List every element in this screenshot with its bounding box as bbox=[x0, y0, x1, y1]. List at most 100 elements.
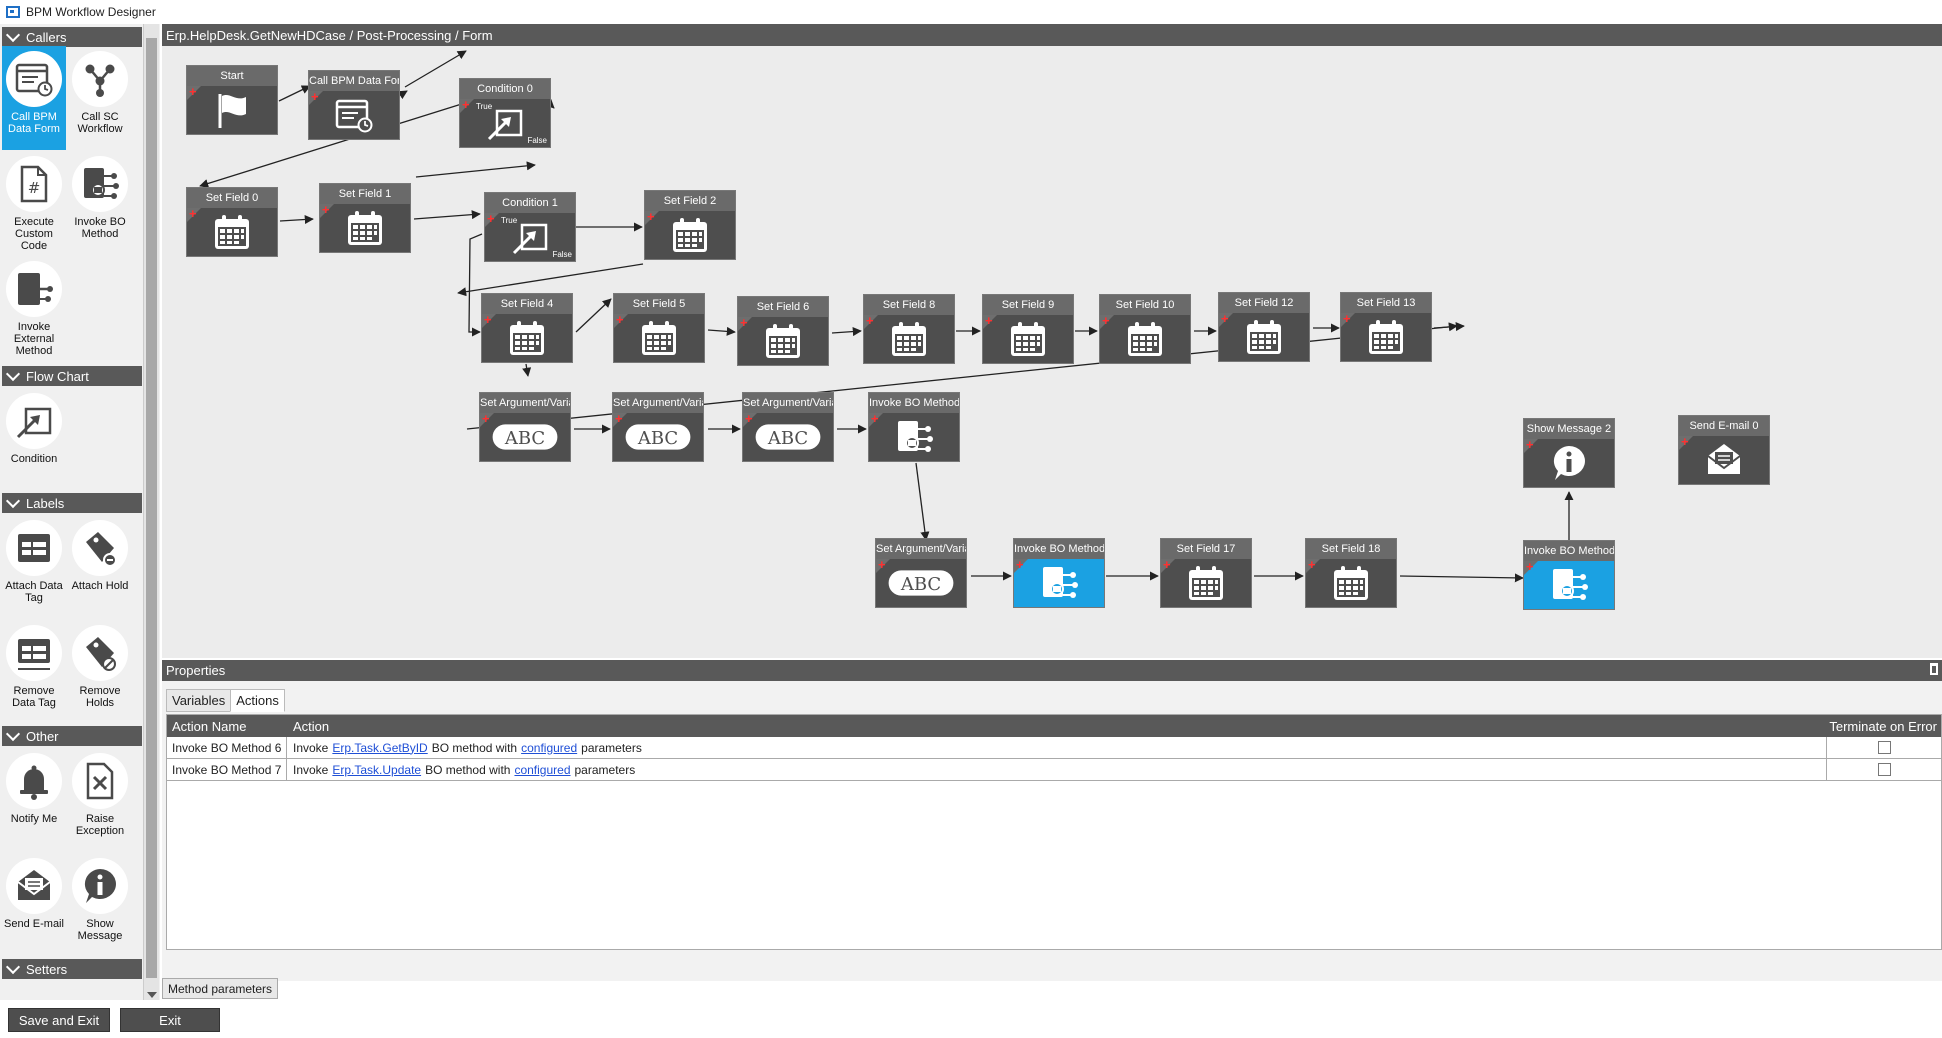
add-connection-plus-icon[interactable]: + bbox=[1526, 559, 1534, 574]
add-connection-plus-icon[interactable]: + bbox=[866, 313, 874, 328]
workflow-node-ibo3[interactable]: Invoke BO Method+ bbox=[1523, 540, 1615, 610]
column-action[interactable]: Action bbox=[293, 718, 330, 734]
configured-parameters-link[interactable]: configured bbox=[514, 762, 571, 777]
workflow-connector[interactable] bbox=[415, 161, 536, 178]
workflow-node-sa1[interactable]: Set Argument/VariableABC+ bbox=[479, 392, 571, 462]
table-row[interactable]: Invoke BO Method 7 Invoke Erp.Task.Updat… bbox=[167, 759, 1941, 781]
add-connection-plus-icon[interactable]: + bbox=[616, 312, 624, 327]
add-connection-plus-icon[interactable]: + bbox=[740, 315, 748, 330]
add-connection-plus-icon[interactable]: + bbox=[871, 411, 879, 426]
tab-variables[interactable]: Variables bbox=[166, 689, 232, 712]
column-terminate-on-error[interactable]: Terminate on Error bbox=[1829, 718, 1937, 734]
workflow-connector[interactable] bbox=[413, 210, 481, 220]
tool-remove-data-tag[interactable]: Remove Data Tag bbox=[2, 620, 66, 724]
add-connection-plus-icon[interactable]: + bbox=[1016, 557, 1024, 572]
workflow-canvas[interactable]: Start+ Call BPM Data Form+ Condition 0+Tru… bbox=[162, 46, 1942, 658]
workflow-connector[interactable] bbox=[707, 326, 736, 336]
workflow-node-sf0[interactable]: Set Field 0+ bbox=[186, 187, 278, 257]
workflow-node-sf12[interactable]: Set Field 12+ bbox=[1218, 292, 1310, 362]
table-row[interactable]: Invoke BO Method 6 Invoke Erp.Task.GetBy… bbox=[167, 737, 1941, 759]
workflow-connector[interactable] bbox=[575, 298, 612, 333]
add-connection-plus-icon[interactable]: + bbox=[482, 411, 490, 426]
add-connection-plus-icon[interactable]: + bbox=[1343, 311, 1351, 326]
tab-actions[interactable]: Actions bbox=[230, 689, 285, 712]
workflow-connector[interactable] bbox=[522, 363, 532, 377]
save-and-exit-button[interactable]: Save and Exit bbox=[8, 1008, 110, 1032]
toolbox-section-callers[interactable]: Callers bbox=[2, 27, 142, 47]
add-connection-plus-icon[interactable]: + bbox=[878, 557, 886, 572]
workflow-connector[interactable] bbox=[404, 50, 467, 88]
add-connection-plus-icon[interactable]: + bbox=[1526, 437, 1534, 452]
workflow-node-sf8[interactable]: Set Field 8+ bbox=[863, 294, 955, 364]
workflow-connector[interactable] bbox=[1399, 573, 1524, 583]
workflow-connector[interactable] bbox=[278, 85, 311, 102]
bo-method-link[interactable]: Erp.Task.Update bbox=[332, 762, 422, 777]
workflow-node-sf2[interactable]: Set Field 2+ bbox=[644, 190, 736, 260]
tool-invoke-external-method[interactable]: Invoke External Method bbox=[2, 256, 66, 360]
workflow-node-sf1[interactable]: Set Field 1+ bbox=[319, 183, 411, 253]
workflow-node-ibo2[interactable]: Invoke BO Method+ bbox=[1013, 538, 1105, 608]
workflow-node-start[interactable]: Start+ bbox=[186, 65, 278, 135]
tool-send-e-mail[interactable]: Send E-mail bbox=[2, 853, 66, 957]
tool-condition[interactable]: Condition bbox=[2, 388, 66, 492]
tool-remove-holds[interactable]: Remove Holds bbox=[68, 620, 132, 724]
add-connection-plus-icon[interactable]: + bbox=[745, 411, 753, 426]
method-parameters-tab[interactable]: Method parameters bbox=[162, 978, 278, 999]
workflow-node-sf10[interactable]: Set Field 10+ bbox=[1099, 294, 1191, 364]
add-connection-plus-icon[interactable]: + bbox=[311, 89, 319, 104]
toolbox-section-flow-chart[interactable]: Flow Chart bbox=[2, 366, 142, 386]
add-connection-plus-icon[interactable]: + bbox=[189, 206, 197, 221]
workflow-node-sf4[interactable]: Set Field 4+ bbox=[481, 293, 573, 363]
exit-button[interactable]: Exit bbox=[120, 1008, 220, 1032]
tool-attach-data-tag[interactable]: Attach Data Tag bbox=[2, 515, 66, 619]
add-connection-plus-icon[interactable]: + bbox=[1221, 311, 1229, 326]
workflow-node-sa3[interactable]: Set Argument/VariableABC+ bbox=[742, 392, 834, 462]
toolbox-scrollbar-thumb[interactable] bbox=[146, 38, 157, 978]
toolbox-section-other[interactable]: Other bbox=[2, 726, 142, 746]
add-connection-plus-icon[interactable]: + bbox=[1308, 557, 1316, 572]
add-connection-plus-icon[interactable]: + bbox=[1102, 313, 1110, 328]
workflow-node-callform[interactable]: Call BPM Data Form+ bbox=[308, 70, 400, 140]
workflow-node-sf17[interactable]: Set Field 17+ bbox=[1160, 538, 1252, 608]
workflow-node-sf13[interactable]: Set Field 13+ bbox=[1340, 292, 1432, 362]
tool-raise-exception[interactable]: Raise Exception bbox=[68, 748, 132, 852]
workflow-node-sa4[interactable]: Set Argument/VariableABC+ bbox=[875, 538, 967, 608]
workflow-connector[interactable] bbox=[279, 214, 314, 225]
workflow-node-sf9[interactable]: Set Field 9+ bbox=[982, 294, 1074, 364]
workflow-node-sf18[interactable]: Set Field 18+ bbox=[1305, 538, 1397, 608]
add-connection-plus-icon[interactable]: + bbox=[615, 411, 623, 426]
workflow-node-sf5[interactable]: Set Field 5+ bbox=[613, 293, 705, 363]
tool-invoke-bo-method[interactable]: Invoke BO Method bbox=[68, 151, 132, 255]
bo-method-link[interactable]: Erp.Task.GetByID bbox=[332, 740, 428, 755]
workflow-connector[interactable] bbox=[831, 327, 862, 337]
workflow-node-mail0[interactable]: Send E-mail 0+ bbox=[1678, 415, 1770, 485]
scroll-down-arrow-icon[interactable] bbox=[147, 992, 157, 998]
toolbox-section-setters[interactable]: Setters bbox=[2, 959, 142, 979]
pin-icon[interactable] bbox=[1930, 663, 1938, 675]
workflow-node-sf6[interactable]: Set Field 6+ bbox=[737, 296, 829, 366]
tool-execute-custom-code[interactable]: #Execute Custom Code bbox=[2, 151, 66, 255]
tool-attach-hold[interactable]: Attach Hold bbox=[68, 515, 132, 619]
tool-call-bpm-data-form[interactable]: Call BPM Data Form bbox=[2, 46, 66, 150]
configured-parameters-link[interactable]: configured bbox=[521, 740, 578, 755]
workflow-node-sa2[interactable]: Set Argument/VariableABC+ bbox=[612, 392, 704, 462]
workflow-node-ibo1[interactable]: Invoke BO Method+ bbox=[868, 392, 960, 462]
terminate-on-error-checkbox[interactable] bbox=[1877, 763, 1891, 776]
toolbox-section-labels[interactable]: Labels bbox=[2, 493, 142, 513]
add-connection-plus-icon[interactable]: + bbox=[1681, 434, 1689, 449]
workflow-connector[interactable] bbox=[457, 263, 644, 297]
add-connection-plus-icon[interactable]: + bbox=[647, 209, 655, 224]
toolbox-scrollbar[interactable] bbox=[143, 24, 159, 1000]
add-connection-plus-icon[interactable]: + bbox=[1163, 557, 1171, 572]
add-connection-plus-icon[interactable]: + bbox=[985, 313, 993, 328]
add-connection-plus-icon[interactable]: + bbox=[462, 97, 470, 112]
workflow-connector[interactable] bbox=[1433, 322, 1465, 332]
add-connection-plus-icon[interactable]: + bbox=[484, 312, 492, 327]
add-connection-plus-icon[interactable]: + bbox=[487, 211, 495, 226]
tool-notify-me[interactable]: Notify Me bbox=[2, 748, 66, 852]
workflow-node-msg2[interactable]: Show Message 2+ bbox=[1523, 418, 1615, 488]
add-connection-plus-icon[interactable]: + bbox=[322, 202, 330, 217]
tool-call-sc-workflow[interactable]: Call SC Workflow bbox=[68, 46, 132, 150]
